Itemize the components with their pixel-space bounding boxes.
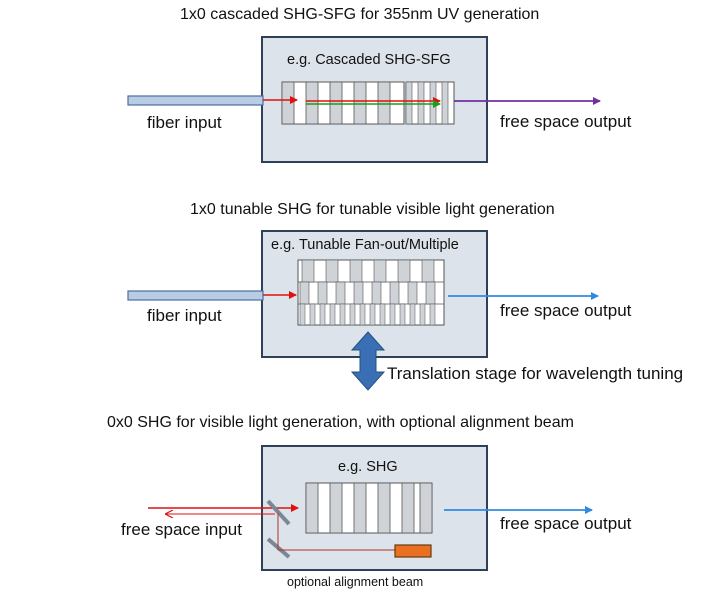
section-2-box-label: e.g. Tunable Fan-out/Multiple xyxy=(271,237,459,253)
section-1-title: 1x0 cascaded SHG-SFG for 355nm UV genera… xyxy=(180,6,540,23)
section-2-title: 1x0 tunable SHG for tunable visible ligh… xyxy=(190,201,555,218)
fiber-input xyxy=(127,290,264,301)
section-2-module xyxy=(127,230,599,391)
fiber-input xyxy=(127,95,264,106)
section-3-input-label: free space input xyxy=(121,520,242,539)
section-1-output-label: free space output xyxy=(500,112,632,131)
section-1-box-label: e.g. Cascaded SHG-SFG xyxy=(287,52,451,68)
translation-stage-arrow xyxy=(350,331,386,391)
section-3-module xyxy=(148,445,593,571)
shg-crystal xyxy=(281,81,405,125)
section-1-input-label: fiber input xyxy=(147,113,222,132)
fanout-crystal xyxy=(297,259,445,326)
section-3-output-label: free space output xyxy=(500,514,632,533)
sfg-crystal xyxy=(405,81,455,125)
alignment-beam-label: optional alignment beam xyxy=(287,575,424,589)
section-2-input-label: fiber input xyxy=(147,306,222,325)
section-3-box-label: e.g. SHG xyxy=(338,459,398,475)
mirror-upper xyxy=(266,499,291,526)
section-3-title: 0x0 SHG for visible light generation, wi… xyxy=(107,414,574,431)
section-1-module xyxy=(127,36,601,163)
translation-stage-label: Translation stage for wavelength tuning xyxy=(387,364,684,383)
section-2-output-label: free space output xyxy=(500,301,632,320)
alignment-laser xyxy=(394,544,432,558)
shg-crystal xyxy=(305,482,433,534)
